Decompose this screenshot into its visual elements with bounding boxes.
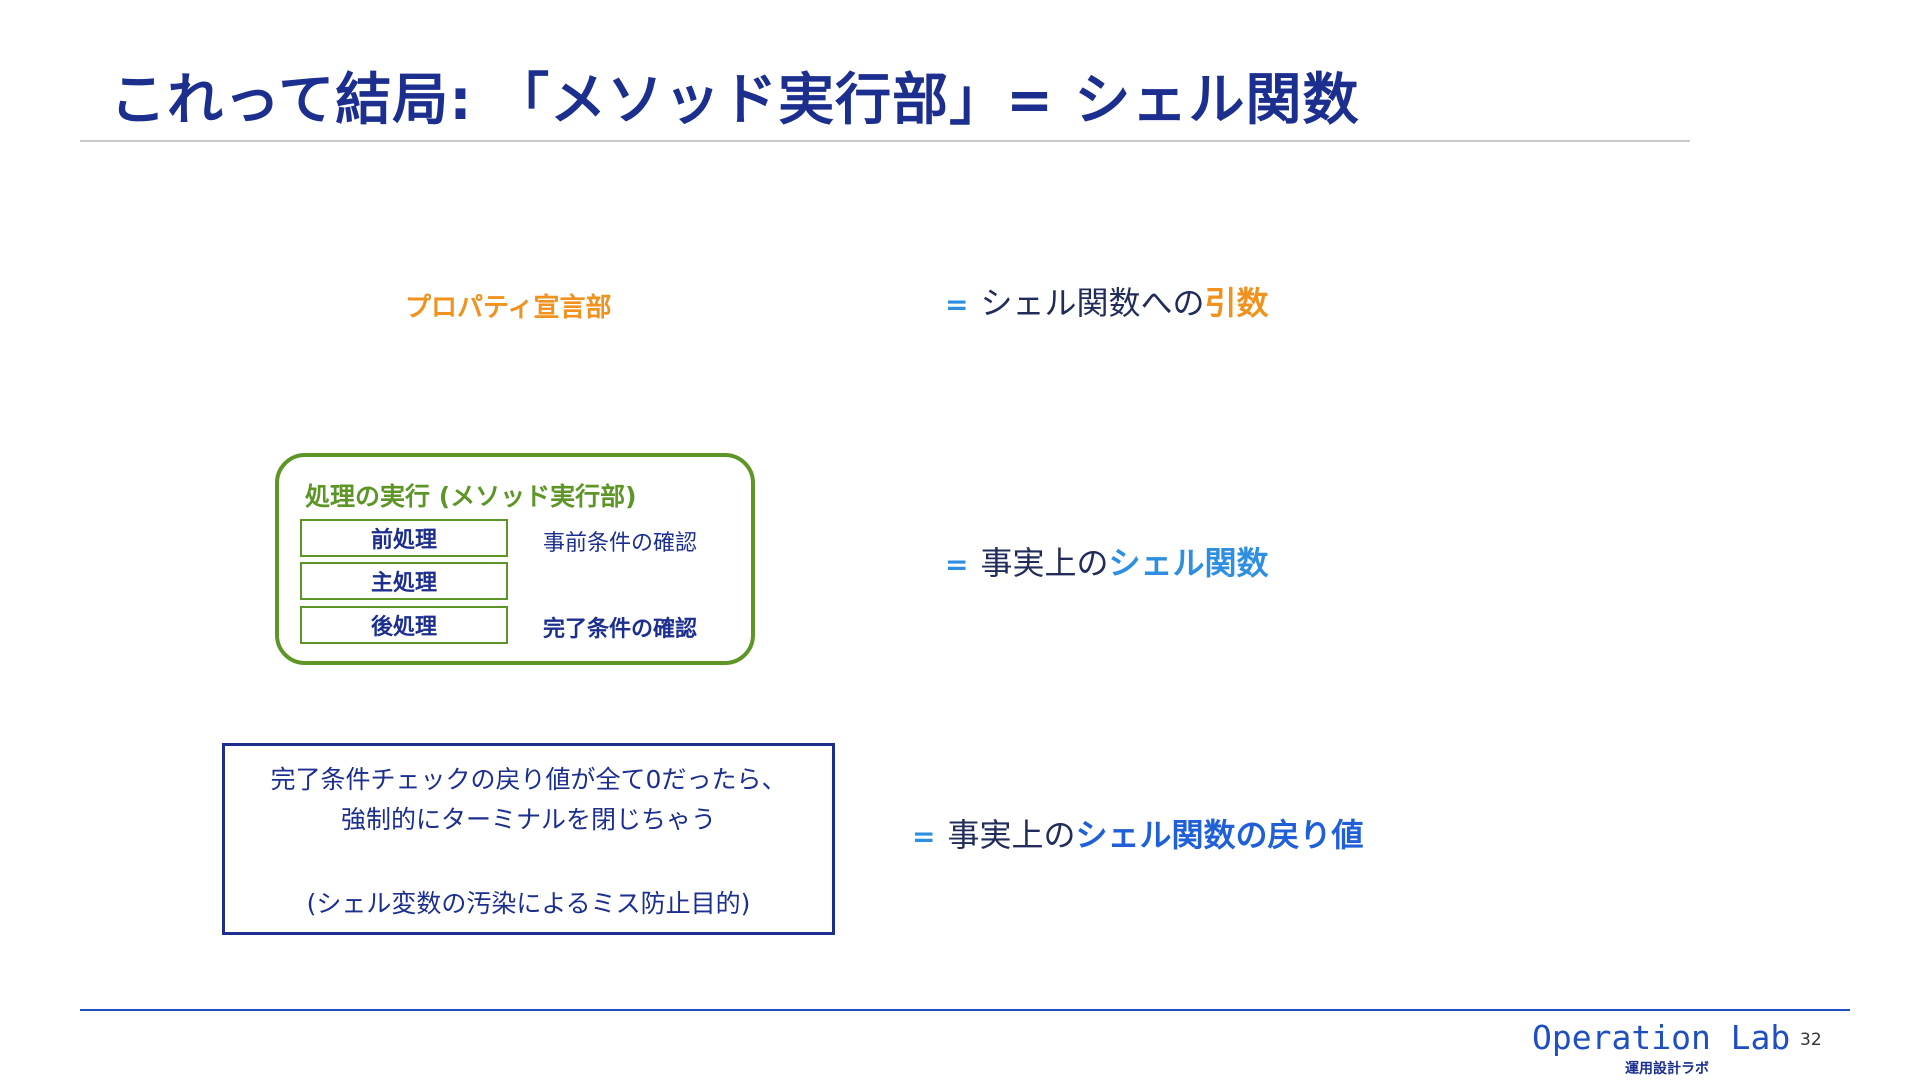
equivalence-arguments: = シェル関数への引数 (945, 278, 1269, 324)
equivalence-highlight: シェル関数 (1108, 544, 1269, 582)
slide-title: これって結局: 「メソッド実行部」= シェル関数 (110, 68, 1360, 133)
equivalence-shell-function: = 事実上のシェル関数 (945, 538, 1269, 584)
return-box-line-1: 完了条件チェックの戻り値が全て0だったら、 (270, 765, 787, 794)
equals-mark: = (945, 548, 969, 581)
step-postprocess: 後処理 (300, 606, 508, 644)
return-box-line-3: (シェル変数の汚染によるミス防止目的) (306, 889, 751, 918)
return-box-line-2: 強制的にターミナルを閉じちゃう (340, 805, 716, 834)
equivalence-text: 事実上の (980, 544, 1109, 582)
return-value-box (222, 743, 835, 935)
title-divider (80, 140, 1690, 142)
equals-mark: = (912, 820, 936, 853)
equivalence-highlight: シェル関数の戻り値 (1075, 816, 1364, 854)
step-main-process: 主処理 (300, 562, 508, 600)
page-number: 32 (1800, 1030, 1822, 1050)
equivalence-return-value: = 事実上のシェル関数の戻り値 (912, 810, 1364, 856)
execution-block (275, 453, 755, 665)
property-declaration-label: プロパティ宣言部 (405, 293, 612, 323)
postcondition-note: 完了条件の確認 (543, 617, 698, 642)
step-preprocess: 前処理 (300, 519, 508, 557)
execution-block-title: 処理の実行 (メソッド実行部) (305, 482, 637, 511)
precondition-note: 事前条件の確認 (543, 531, 698, 556)
equivalence-text: シェル関数への (980, 284, 1205, 322)
equivalence-highlight: 引数 (1204, 284, 1269, 322)
brand-subtitle: 運用設計ラボ (1625, 1061, 1709, 1077)
brand-logo-text: Operation Lab (1532, 1018, 1791, 1057)
equivalence-text: 事実上の (947, 816, 1076, 854)
equals-mark: = (945, 288, 969, 321)
footer-divider (80, 1009, 1850, 1011)
